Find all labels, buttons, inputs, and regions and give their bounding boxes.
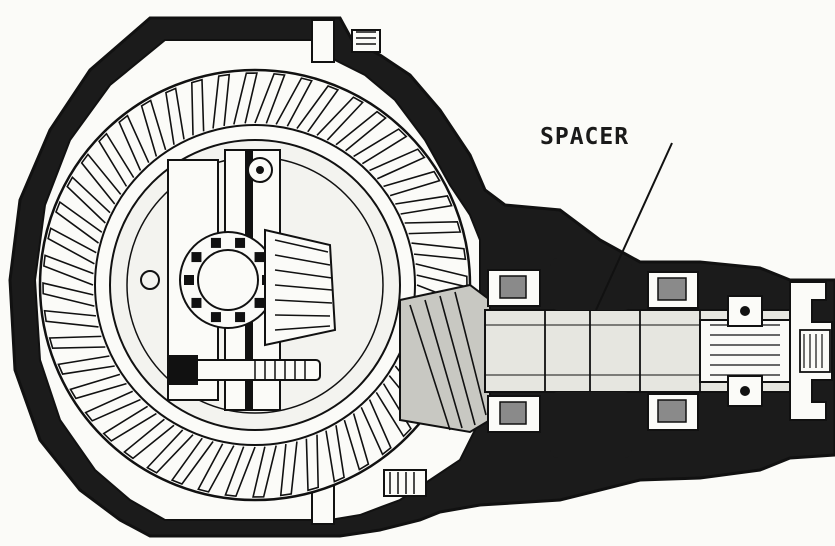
ring-gear-tooth <box>383 170 441 197</box>
ring-gear-tooth <box>254 72 286 124</box>
ring-gear-tooth <box>296 85 340 133</box>
side-gear-spline <box>210 237 221 248</box>
ring-gear-tooth <box>118 114 150 171</box>
side-gear-spline <box>254 252 265 263</box>
ring-gear-tooth <box>325 425 345 483</box>
ring-gear-tooth <box>42 254 94 286</box>
ring-gear-tooth <box>165 87 185 145</box>
ring-gear-tooth <box>404 220 462 235</box>
cross-pin <box>168 355 321 385</box>
side-gear <box>179 231 277 329</box>
ring-gear-tooth <box>212 73 231 129</box>
ring-gear-tooth <box>375 383 412 438</box>
pinion-bearing-outer-top <box>647 271 699 309</box>
ring-gear-tooth <box>252 445 277 498</box>
side-gear-spline <box>235 312 246 323</box>
ring-gear-tooth <box>360 399 392 456</box>
side-gear-spline <box>191 297 202 308</box>
ring-gear-tooth <box>279 441 298 497</box>
side-gear-spline <box>210 312 221 323</box>
ring-gear-tooth <box>411 242 467 261</box>
ring-gear-tooth <box>395 195 453 215</box>
ring-gear-tooth <box>190 78 205 136</box>
ring-gear-tooth <box>305 434 320 492</box>
ring-gear-tooth <box>69 373 127 400</box>
pinion-seal <box>727 295 763 407</box>
ring-gear-tooth <box>353 128 408 165</box>
side-gear-spline <box>191 252 202 263</box>
companion-flange-yoke <box>789 281 833 421</box>
ring-gear-tooth <box>335 110 387 152</box>
ring-gear-tooth <box>316 96 364 141</box>
pinion-bearing-outer-bottom <box>647 393 699 431</box>
ring-gear-tooth <box>98 132 135 187</box>
ring-gear-tooth <box>224 446 256 498</box>
ring-gear-tooth <box>140 99 167 157</box>
ring-gear-tooth <box>55 200 103 244</box>
side-gear-spline <box>235 237 246 248</box>
ring-gear-tooth <box>275 77 313 127</box>
ring-gear-tooth <box>146 429 194 474</box>
ring-gear-tooth <box>233 72 258 125</box>
drive-pinion-gear <box>399 283 491 434</box>
ring-gear-tooth <box>102 405 157 442</box>
spacer-leader-line <box>595 142 673 311</box>
ring-gear-tooth <box>48 335 106 350</box>
ring-gear-tooth <box>57 355 115 375</box>
ring-gear-tooth <box>66 176 111 224</box>
pinion-bearing-inner-bottom <box>487 395 541 433</box>
housing-bolt-top <box>311 19 381 63</box>
ring-gear-tooth <box>415 263 468 288</box>
ring-gear-tooth <box>84 390 141 422</box>
spacer <box>550 258 632 458</box>
ring-gear-tooth <box>47 227 97 265</box>
ring-gear-tooth <box>369 148 426 180</box>
ring-gear-tooth <box>43 309 99 328</box>
ring-gear-tooth <box>42 282 95 307</box>
ring-gear-tooth <box>80 153 122 205</box>
side-gear-spline <box>184 275 194 285</box>
ring-gear-tooth <box>123 418 175 460</box>
spacer-callout-label: SPACER <box>540 124 630 150</box>
pinion-bearing-inner-top <box>487 269 541 307</box>
differential-pinion-gear <box>264 228 337 347</box>
ring-gear-tooth <box>170 437 214 485</box>
ring-gear-tooth <box>343 413 370 471</box>
ring-gear-tooth <box>197 443 235 493</box>
side-gear-spline <box>254 297 265 308</box>
